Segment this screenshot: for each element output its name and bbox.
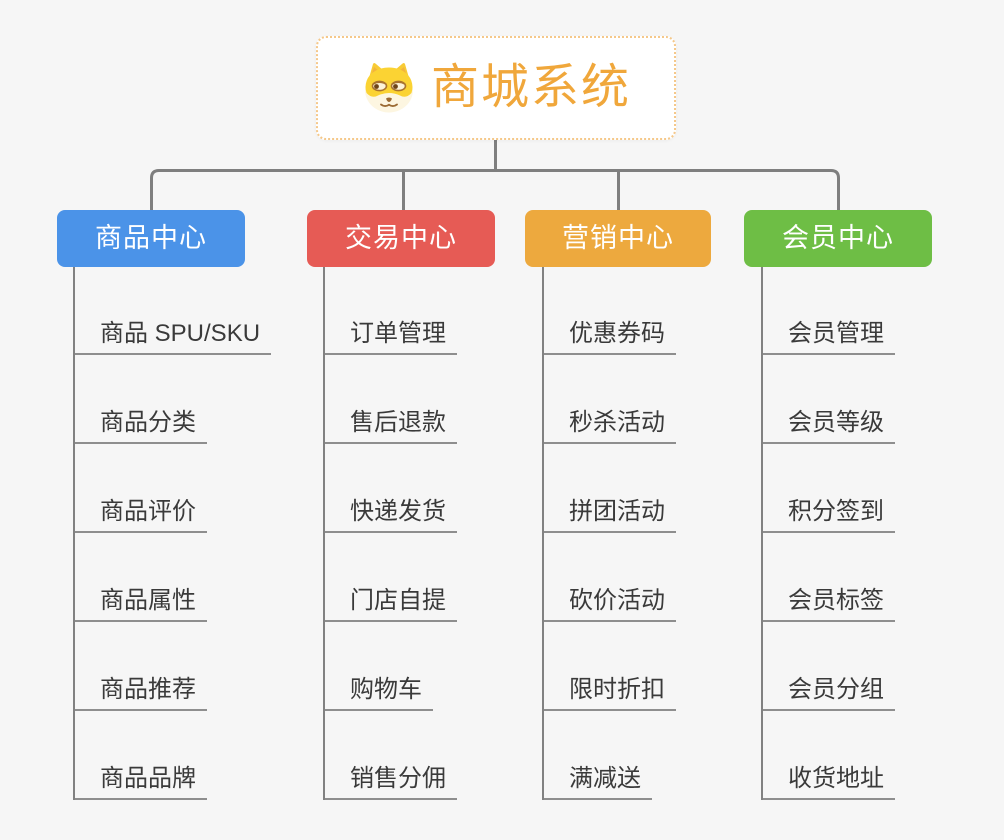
leaf-label: 秒杀活动: [542, 409, 676, 444]
leaf-node[interactable]: 满减送: [542, 711, 676, 800]
branch-vertical-line: [73, 267, 75, 800]
leaf-node[interactable]: 秒杀活动: [542, 355, 676, 444]
leaf-node[interactable]: 商品品牌: [73, 711, 271, 800]
leaf-label: 订单管理: [323, 320, 457, 355]
leaf-label: 积分签到: [761, 498, 895, 533]
leaf-label: 拼团活动: [542, 498, 676, 533]
leaf-label: 收货地址: [761, 765, 895, 800]
leaf-label: 满减送: [542, 765, 652, 800]
leaf-label: 销售分佣: [323, 765, 457, 800]
branch-node-2[interactable]: 交易中心: [307, 210, 495, 267]
leaf-label: 优惠券码: [542, 320, 676, 355]
leaf-node[interactable]: 商品分类: [73, 355, 271, 444]
leaf-label: 门店自提: [323, 587, 457, 622]
leaf-label: 商品属性: [73, 587, 207, 622]
leaf-node[interactable]: 门店自提: [323, 533, 457, 622]
leaf-node[interactable]: 会员等级: [761, 355, 895, 444]
branch-items: 会员管理 会员等级 积分签到 会员标签 会员分组 收货地址: [761, 267, 895, 800]
leaf-label: 商品品牌: [73, 765, 207, 800]
leaf-label: 砍价活动: [542, 587, 676, 622]
branch-node-1[interactable]: 商品中心: [57, 210, 245, 267]
leaf-node[interactable]: 优惠券码: [542, 267, 676, 355]
leaf-node[interactable]: 商品属性: [73, 533, 271, 622]
leaf-node[interactable]: 拼团活动: [542, 444, 676, 533]
leaf-label: 商品评价: [73, 498, 207, 533]
branch-vertical-line: [323, 267, 325, 800]
leaf-label: 售后退款: [323, 409, 457, 444]
branch-label: 营销中心: [562, 223, 674, 253]
branch-column-1: 商品 SPU/SKU 商品分类 商品评价 商品属性 商品推荐 商品品牌: [73, 267, 272, 800]
leaf-label: 快递发货: [323, 498, 457, 533]
leaf-label: 会员等级: [761, 409, 895, 444]
leaf-node[interactable]: 砍价活动: [542, 533, 676, 622]
branch-bar-line: [150, 169, 840, 210]
leaf-node[interactable]: 售后退款: [323, 355, 457, 444]
leaf-label: 购物车: [323, 676, 433, 711]
dog-face-icon: [364, 63, 413, 113]
branch-items: 订单管理 售后退款 快递发货 门店自提 购物车 销售分佣: [323, 267, 457, 800]
branch-vertical-line: [761, 267, 763, 800]
leaf-label: 会员管理: [761, 320, 895, 355]
leaf-label: 商品推荐: [73, 676, 207, 711]
branch-column-4: 会员管理 会员等级 积分签到 会员标签 会员分组 收货地址: [761, 267, 895, 800]
root-node[interactable]: 商城系统: [316, 36, 676, 140]
leaf-node[interactable]: 商品 SPU/SKU: [73, 267, 272, 355]
leaf-node[interactable]: 收货地址: [761, 711, 895, 800]
leaf-node[interactable]: 快递发货: [323, 444, 457, 533]
branch-vertical-line: [542, 267, 544, 800]
leaf-node[interactable]: 订单管理: [323, 267, 457, 355]
branch-items: 商品 SPU/SKU 商品分类 商品评价 商品属性 商品推荐 商品品牌: [73, 267, 272, 800]
leaf-label: 商品分类: [73, 409, 207, 444]
leaf-node[interactable]: 商品推荐: [73, 622, 271, 711]
branch-node-3[interactable]: 营销中心: [525, 210, 711, 267]
branch-label: 会员中心: [782, 223, 894, 253]
branch-label: 交易中心: [345, 223, 457, 253]
leaf-node[interactable]: 会员管理: [761, 267, 895, 355]
branch-label: 商品中心: [95, 223, 207, 253]
leaf-node[interactable]: 会员分组: [761, 622, 895, 711]
leaf-label: 限时折扣: [542, 676, 676, 711]
leaf-label: 会员标签: [761, 587, 895, 622]
branch-node-4[interactable]: 会员中心: [744, 210, 932, 267]
branch-column-3: 优惠券码 秒杀活动 拼团活动 砍价活动 限时折扣 满减送: [542, 267, 676, 800]
root-title: 商城系统: [430, 61, 631, 114]
leaf-node[interactable]: 购物车: [323, 622, 457, 711]
leaf-node[interactable]: 积分签到: [761, 444, 895, 533]
leaf-label: 商品 SPU/SKU: [73, 320, 272, 355]
branch-column-2: 订单管理 售后退款 快递发货 门店自提 购物车 销售分佣: [323, 267, 457, 800]
leaf-label: 会员分组: [761, 676, 895, 711]
leaf-node[interactable]: 限时折扣: [542, 622, 676, 711]
branch-items: 优惠券码 秒杀活动 拼团活动 砍价活动 限时折扣 满减送: [542, 267, 676, 800]
leaf-node[interactable]: 商品评价: [73, 444, 271, 533]
leaf-node[interactable]: 销售分佣: [323, 711, 457, 800]
leaf-node[interactable]: 会员标签: [761, 533, 895, 622]
